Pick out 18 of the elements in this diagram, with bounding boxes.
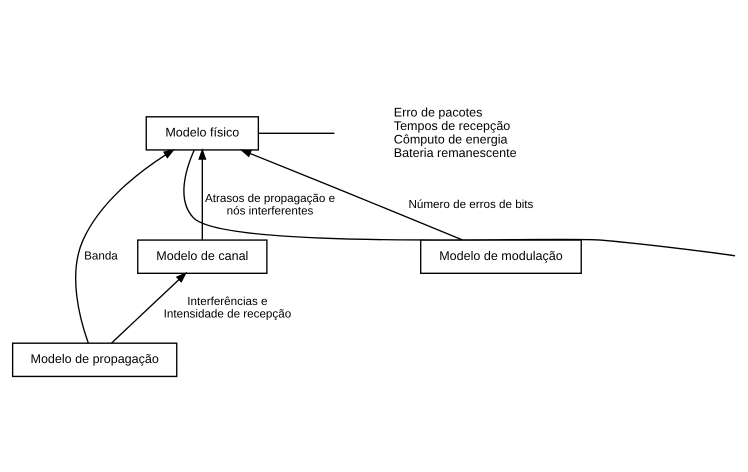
arrow	[111, 271, 188, 344]
label: Cômputo de energia	[394, 132, 508, 146]
node-box: Modelo de canal	[137, 238, 268, 274]
connector	[183, 149, 736, 256]
edge-label: Interferências e Intensidade de recepção	[164, 294, 292, 320]
node-box: Modelo físico	[146, 116, 260, 150]
label: Erro de pacotes	[394, 105, 482, 119]
edge-label: Atrasos de propagação e nós interferentes	[204, 191, 336, 217]
node-box: Modelo de propagação	[12, 342, 178, 377]
connector	[258, 132, 334, 134]
label: Tempos de recepção	[394, 118, 510, 132]
edge-label: Banda	[84, 249, 118, 262]
node-box: Modelo de modulação	[420, 238, 582, 274]
label: Bateria remanescente	[394, 145, 517, 160]
arrow	[75, 148, 176, 343]
edge-label: Número de erros de bits	[408, 198, 534, 211]
arrow	[198, 148, 206, 240]
arrow	[240, 148, 463, 240]
